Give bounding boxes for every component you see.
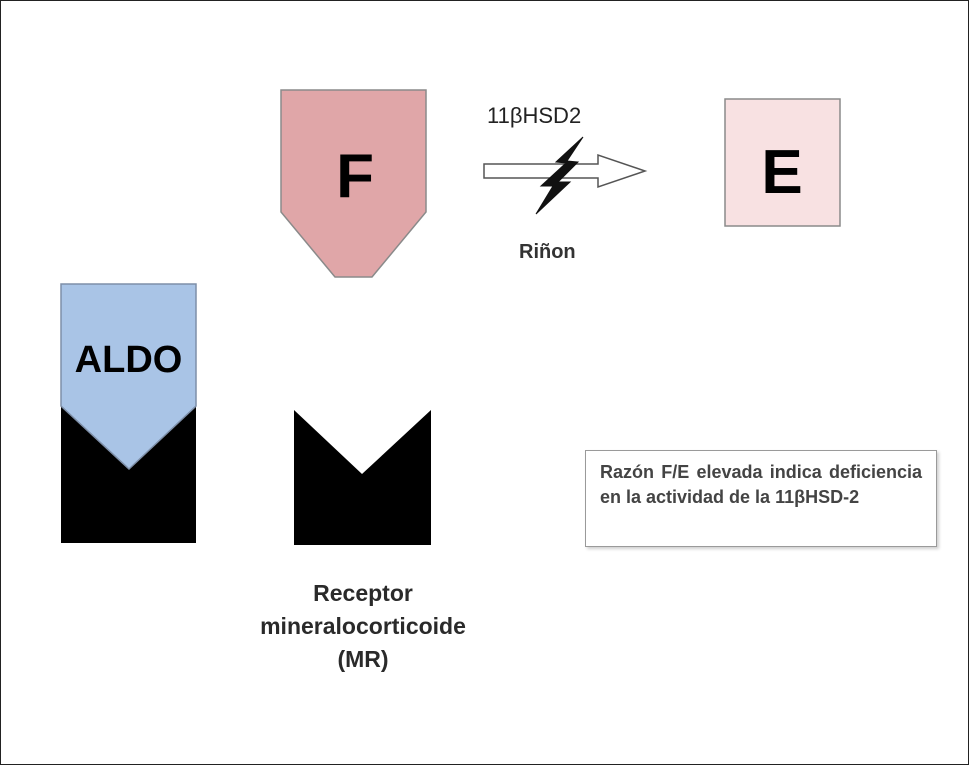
cortisol-letter: F [336,142,374,211]
receptor-caption-line2: mineralocorticoide [260,613,466,639]
aldosterone-label: ALDO [74,339,183,381]
lightning-bolt-icon [535,136,584,215]
cortisone-shape [724,98,841,227]
kidney-label: Riñon [519,241,576,263]
enzyme-label: 11βHSD2 [487,103,582,128]
note-text: Razón F/E elevada indica deficiencia en … [600,462,922,507]
cortisol-shape [280,89,427,278]
receptor-caption: Receptor mineralocorticoide (MR) [198,577,528,676]
empty-receptor-shape [294,410,431,545]
note-box: Razón F/E elevada indica deficiencia en … [585,450,937,547]
receptor-caption-line1: Receptor [313,580,413,606]
cortisone-letter: E [761,138,803,207]
aldosterone-shape [60,283,197,471]
receptor-caption-line3: (MR) [337,646,389,672]
